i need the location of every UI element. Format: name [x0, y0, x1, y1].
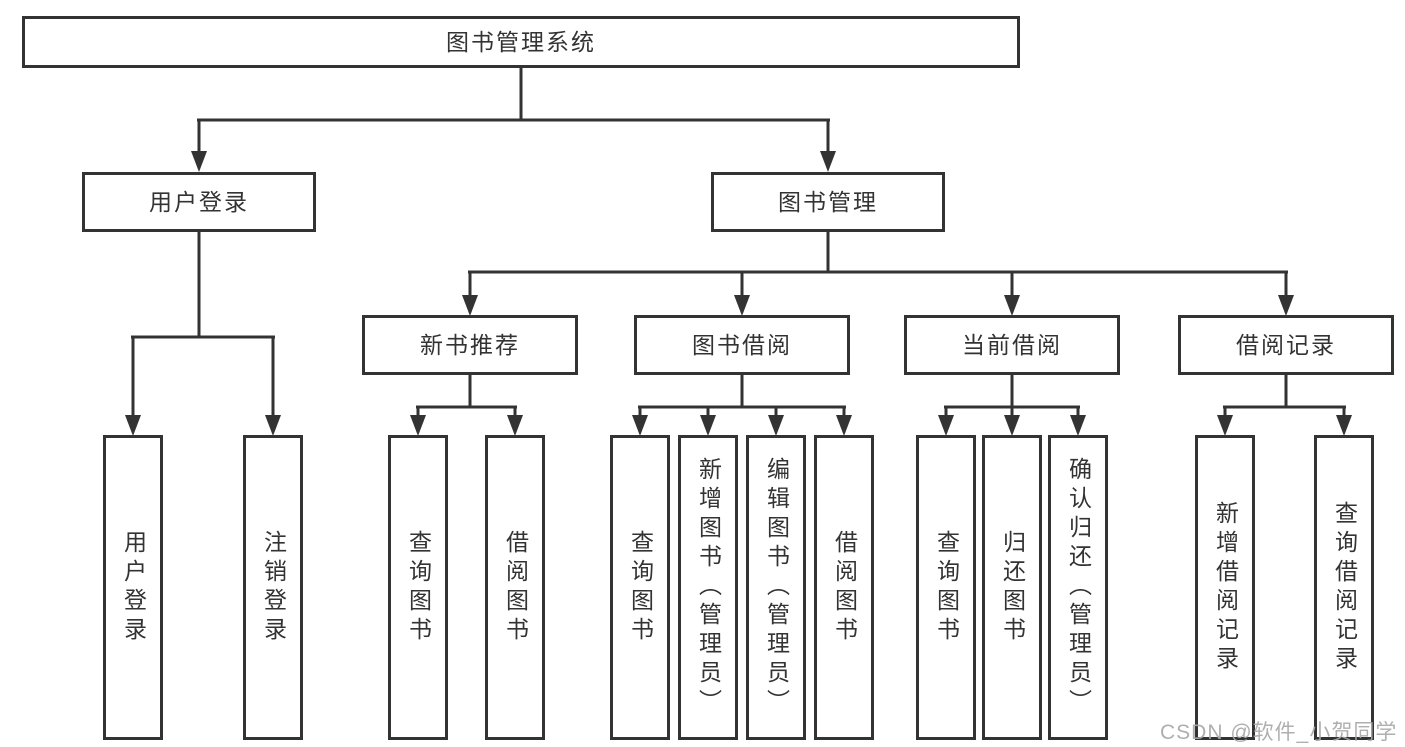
node-label: 图书管理系统 [446, 28, 596, 55]
leaf-confirm-return-admin: 确认归还（管理员） [1048, 435, 1108, 740]
node-label: 注销登录 [260, 529, 287, 646]
node-label: 图书借阅 [692, 331, 792, 358]
node-user-login: 用户登录 [82, 172, 316, 232]
node-label: 归还图书 [999, 529, 1026, 646]
node-label: 新增图书（管理员） [695, 457, 722, 718]
node-label: 用户登录 [120, 529, 147, 646]
node-book-management: 图书管理 [711, 172, 945, 232]
csdn-watermark: CSDN @软件_小贺同学 [1160, 721, 1398, 744]
node-label: 用户登录 [149, 188, 249, 215]
leaf-user-login: 用户登录 [103, 435, 163, 740]
node-label: 编辑图书（管理员） [763, 457, 790, 718]
node-label: 查询图书 [405, 529, 432, 646]
node-label: 借阅图书 [831, 529, 858, 646]
node-book-borrow: 图书借阅 [634, 315, 850, 375]
node-label: 当前借阅 [962, 331, 1062, 358]
leaf-borrow-books-recommend: 借阅图书 [485, 435, 545, 740]
leaf-query-books-borrow: 查询图书 [610, 435, 670, 740]
node-label: 查询借阅记录 [1331, 500, 1358, 675]
node-borrow-records: 借阅记录 [1178, 315, 1394, 375]
node-label: 查询图书 [627, 529, 654, 646]
leaf-logout: 注销登录 [243, 435, 303, 740]
node-label: 图书管理 [778, 188, 878, 215]
node-label: 新书推荐 [420, 331, 520, 358]
node-system-root: 图书管理系统 [22, 16, 1020, 68]
leaf-query-books-current: 查询图书 [916, 435, 976, 740]
node-label: 新增借阅记录 [1212, 500, 1239, 675]
node-current-borrow: 当前借阅 [904, 315, 1120, 375]
leaf-return-books: 归还图书 [982, 435, 1042, 740]
leaf-query-borrow-record: 查询借阅记录 [1314, 435, 1374, 740]
leaf-add-borrow-record: 新增借阅记录 [1195, 435, 1255, 740]
leaf-add-books-admin: 新增图书（管理员） [678, 435, 738, 740]
leaf-edit-books-admin: 编辑图书（管理员） [746, 435, 806, 740]
node-label: 借阅记录 [1236, 331, 1336, 358]
node-label: 借阅图书 [502, 529, 529, 646]
node-label: 确认归还（管理员） [1065, 457, 1092, 718]
leaf-query-books-recommend: 查询图书 [388, 435, 448, 740]
leaf-borrow-books: 借阅图书 [814, 435, 874, 740]
node-new-book-recommend: 新书推荐 [362, 315, 578, 375]
node-label: 查询图书 [933, 529, 960, 646]
